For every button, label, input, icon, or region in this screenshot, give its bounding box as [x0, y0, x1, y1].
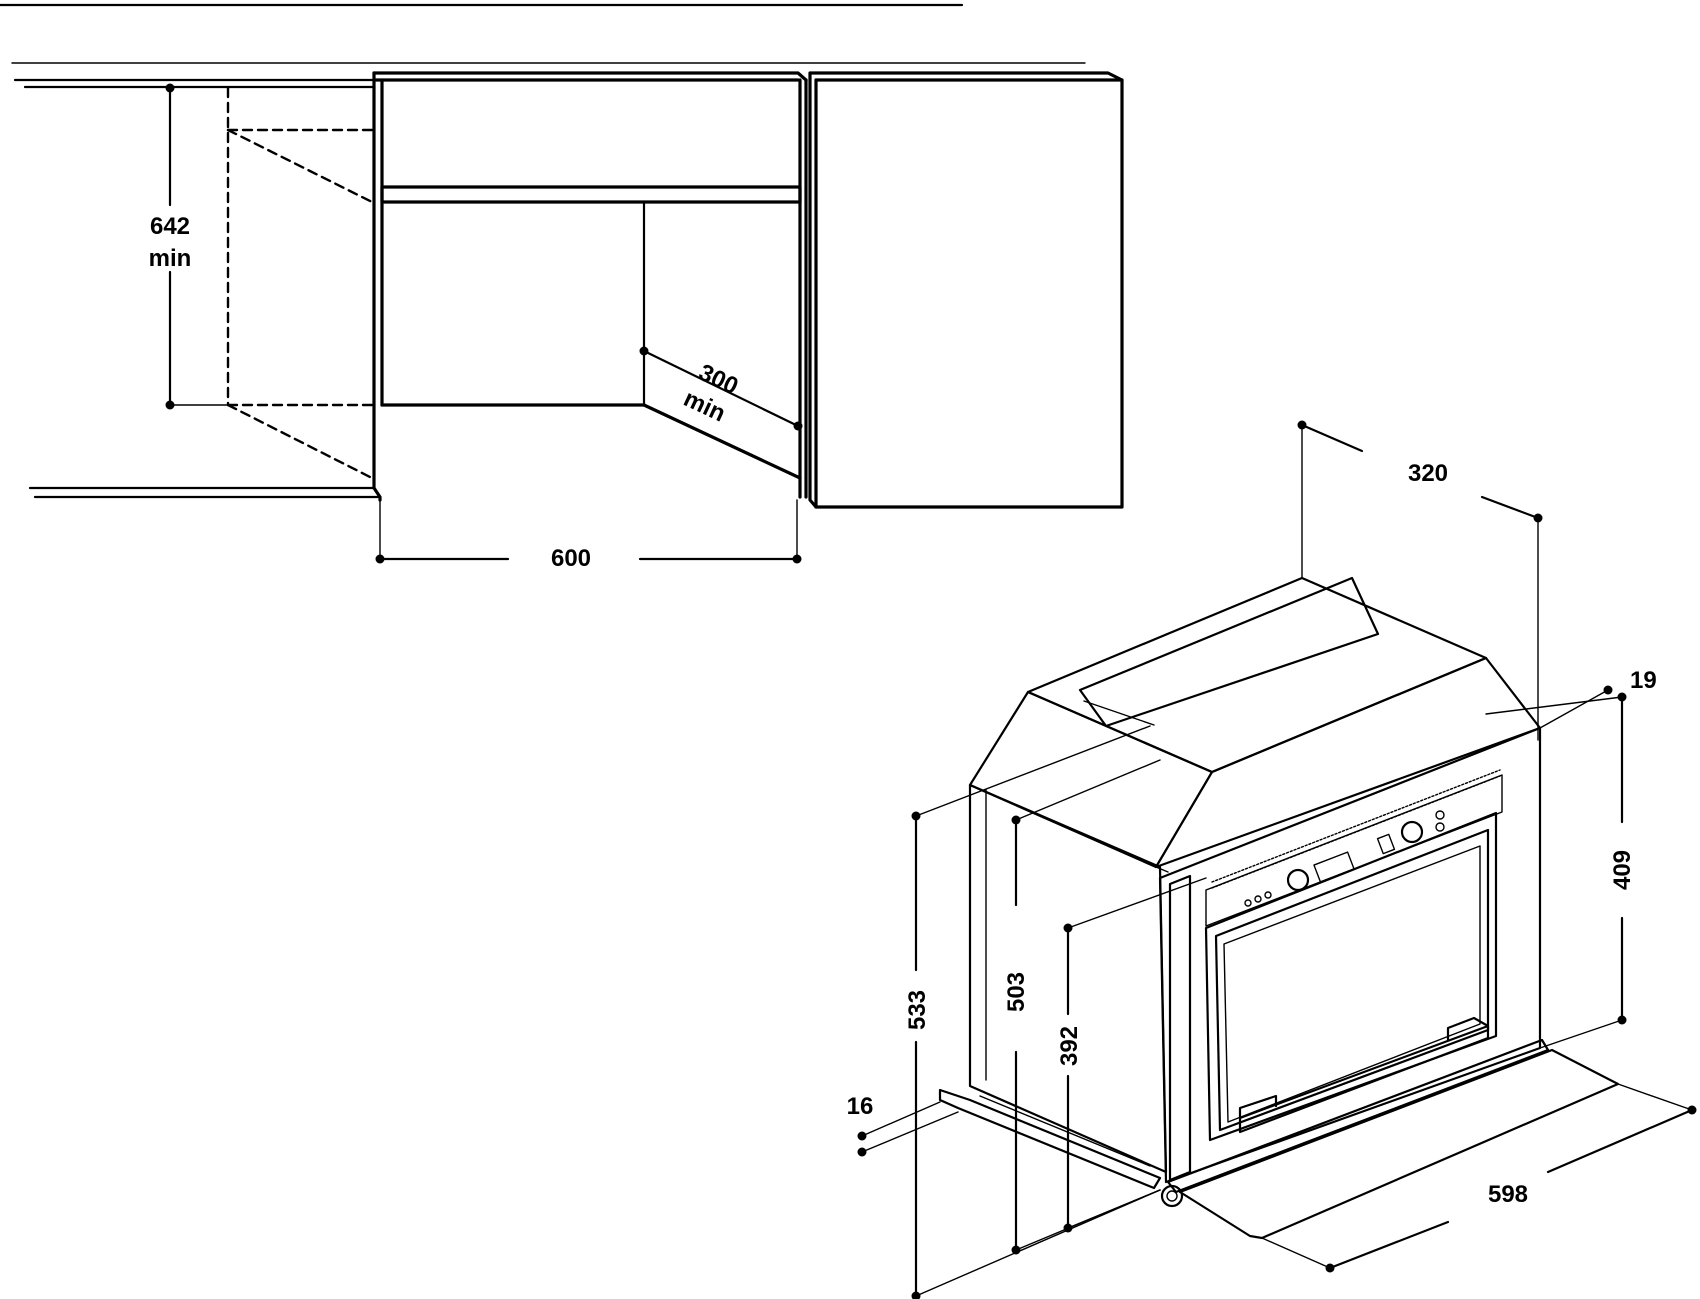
dim-642-value: 642	[150, 213, 190, 240]
dim-598-value: 598	[1488, 1181, 1528, 1208]
dim-503-extension-top	[1015, 759, 1161, 821]
control-vent-grille	[1211, 769, 1501, 889]
dim-642-endpoint-top	[165, 83, 175, 93]
dim-392-value: 392	[1056, 1026, 1083, 1066]
dashed-oven-top-diag	[226, 128, 374, 204]
oven-door-inner	[1214, 828, 1490, 1132]
dim-320-value: 320	[1408, 460, 1448, 487]
dim-642-endpoint-bottom	[165, 400, 175, 410]
vent-panel-edge	[1083, 700, 1155, 726]
oven-door-glass	[1223, 845, 1481, 1123]
dim-409-endpoint-bottom	[1617, 1015, 1627, 1025]
dim-533-value: 533	[904, 990, 931, 1030]
control-knob-left[interactable]	[1286, 868, 1310, 892]
oven-drop-panel	[1178, 1048, 1620, 1240]
dim-533-extension-top	[915, 725, 1151, 817]
oven-front-frame-edge	[1168, 874, 1192, 1182]
dim-598-extension-left	[1261, 1237, 1331, 1269]
dim-392-extension-top	[1067, 877, 1207, 929]
dim-19-value: 19	[1630, 667, 1657, 694]
dim-503-endpoint-top	[1011, 815, 1021, 825]
cabinet-left-panel	[372, 71, 382, 502]
mounting-flange	[938, 1088, 1162, 1190]
dim-300-endpoint-front	[793, 421, 803, 431]
dim-320-endpoint-back	[1297, 420, 1307, 430]
dim-19-leader-front	[1539, 689, 1609, 729]
dim-598-endpoint-right	[1687, 1105, 1697, 1115]
indicator-light-1	[1244, 899, 1252, 907]
adjacent-cabinet	[808, 71, 1124, 509]
dim-409-value: 409	[1609, 850, 1636, 890]
dim-600-value: 600	[551, 545, 591, 572]
dim-16-endpoint-bottom	[857, 1147, 867, 1157]
oven-isometric-drawing: 320 19 409 533 503 3	[847, 420, 1697, 1299]
dim-600-endpoint-right	[792, 554, 802, 564]
hinge-roller	[1160, 1184, 1184, 1208]
cabinet-niche-drawing: 642 min 300 min 600	[0, 3, 1124, 572]
dim-598-extension-right	[1617, 1083, 1693, 1111]
control-knob-right[interactable]	[1400, 820, 1424, 844]
door-handle-bar	[1238, 1024, 1490, 1134]
dim-409-extension	[1539, 1019, 1623, 1049]
dim-533-endpoint-bottom	[911, 1291, 921, 1299]
dim-16-leader-bottom	[861, 1111, 959, 1153]
dim-503-value: 503	[1003, 972, 1030, 1012]
niche-floor-diag	[642, 403, 802, 480]
dim-16-value: 16	[847, 1093, 874, 1120]
indicator-light-3	[1264, 891, 1272, 899]
dim-392-extension-bottom	[1067, 1189, 1161, 1229]
slope-joint	[1155, 866, 1169, 873]
hinge-roller-center	[1166, 1190, 1178, 1202]
oven-upper-left-slope	[968, 690, 1214, 869]
dim-600-endpoint-left	[375, 554, 385, 564]
dim-598-line-lower	[1328, 1220, 1450, 1270]
dim-300-endpoint-back	[639, 346, 649, 356]
dim-19-leader-back	[1485, 696, 1623, 715]
dim-320-endpoint-front	[1533, 513, 1543, 523]
dim-598-endpoint-left	[1325, 1263, 1335, 1273]
dim-16-leader-top	[861, 1101, 941, 1137]
dim-320-line-upper	[1300, 423, 1364, 453]
control-button-bottom[interactable]	[1435, 822, 1445, 832]
oven-door	[1204, 811, 1498, 1142]
door-handle-right-mount	[1446, 1016, 1490, 1042]
dim-320-line-lower	[1480, 495, 1540, 520]
dim-392-endpoint-bottom	[1063, 1223, 1073, 1233]
oven-top-vent-panel	[1078, 576, 1380, 728]
dim-16-endpoint-top	[857, 1131, 867, 1141]
dim-642-unit: min	[149, 245, 192, 272]
dim-533-endpoint-top	[911, 811, 921, 821]
flange-inner-edge	[979, 1095, 1151, 1167]
dim-392-endpoint-top	[1063, 923, 1073, 933]
control-button-top[interactable]	[1435, 810, 1445, 820]
dim-503-endpoint-bottom	[1011, 1245, 1021, 1255]
cabinet-shelf	[380, 185, 802, 204]
door-handle-left-mount	[1238, 1094, 1278, 1120]
dashed-oven-bottom-diag	[226, 403, 374, 480]
oven-bottom-rail	[1166, 1038, 1550, 1194]
indicator-light-2	[1254, 895, 1262, 903]
dim-598-line-upper	[1546, 1108, 1694, 1174]
display-icon	[1376, 833, 1396, 855]
cabinet-top	[372, 71, 808, 82]
dim-19-endpoint-top	[1603, 685, 1613, 695]
dim-300-line	[642, 349, 800, 428]
